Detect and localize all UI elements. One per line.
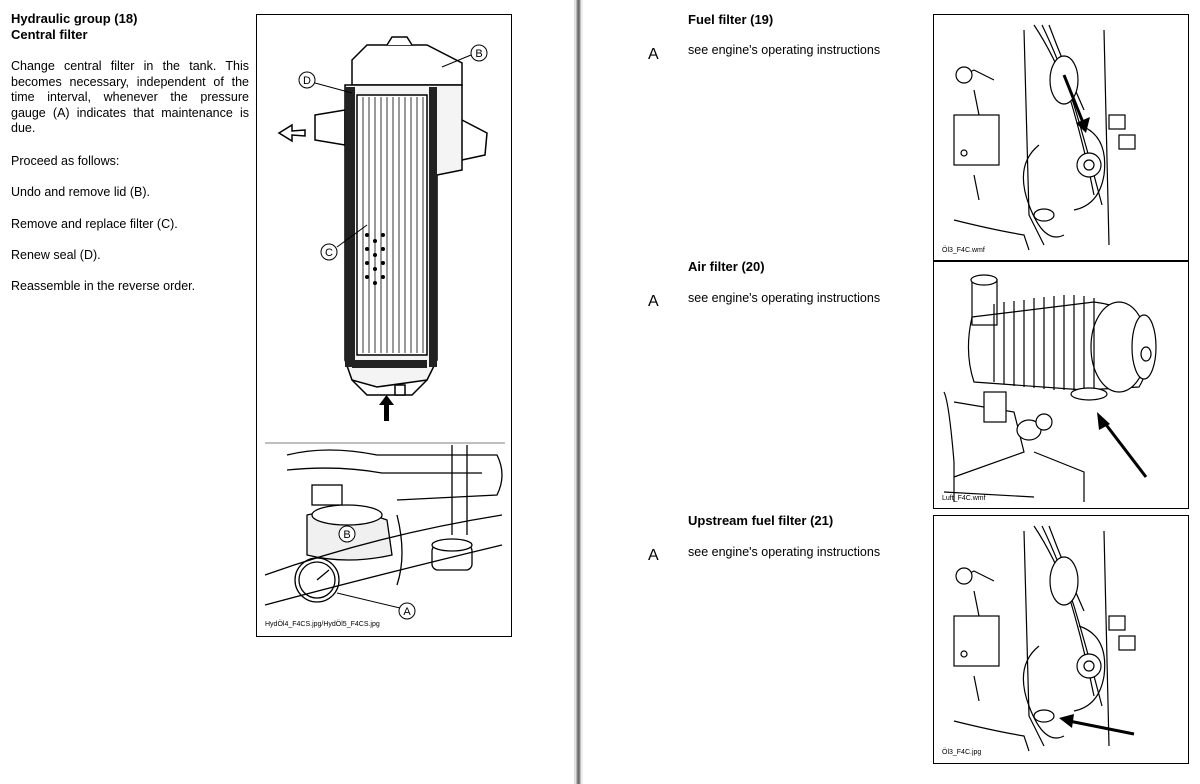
heading-hydraulic-group: Hydraulic group (18) — [11, 11, 138, 26]
heading-fuel-filter: Fuel filter (19) — [688, 12, 774, 27]
fuel-filter-figure: Öl3_F4C.wmf — [933, 14, 1189, 261]
step-reassemble: Reassemble in the reverse order. — [11, 279, 196, 293]
heading-air-filter: Air filter (20) — [688, 259, 765, 274]
step-remove-lid: Undo and remove lid (B). — [11, 185, 150, 199]
callout-d: D — [303, 75, 311, 87]
callout-a-gauge: A — [403, 606, 411, 618]
air-filter-illustration — [943, 274, 1157, 502]
callout-b-lid: B — [343, 529, 350, 541]
left-page: Hydraulic group (18) Central filter Chan… — [0, 0, 574, 784]
air-filter-text: see engine's operating instructions — [688, 291, 881, 305]
callout-b: B — [475, 48, 482, 60]
fuel-filter-caption: Öl3_F4C.wmf — [942, 247, 985, 254]
air-filter-caption: Luft_F4C.wmf — [942, 495, 986, 502]
page-divider — [574, 0, 583, 784]
air-filter-figure: Luft_F4C.wmf — [933, 261, 1189, 509]
right-page: Fuel filter (19) A see engine's operatin… — [583, 0, 1200, 784]
figure-caption: HydÖl4_F4CS.jpg/HydÖl5_F4CS.jpg — [265, 621, 380, 628]
heading-upstream-fuel-filter: Upstream fuel filter (21) — [688, 513, 834, 528]
step-renew-seal: Renew seal (D). — [11, 248, 101, 262]
marker-a-fuel: A — [648, 46, 659, 63]
marker-a-upstream: A — [648, 547, 659, 564]
heading-central-filter: Central filter — [11, 27, 88, 42]
marker-a-air: A — [648, 293, 659, 310]
upstream-fuel-filter-figure: Öl3_F4C.jpg — [933, 515, 1189, 764]
fuel-filter-illustration — [953, 24, 1136, 251]
proceed-text: Proceed as follows: — [11, 154, 120, 168]
callout-c: C — [325, 247, 333, 259]
fuel-filter-text: see engine's operating instructions — [688, 43, 881, 57]
intro-paragraph: Change central filter in the tank. This … — [11, 59, 249, 135]
section-heading: Hydraulic group (18) Central filter — [11, 11, 137, 43]
step-replace-filter: Remove and replace filter (C). — [11, 217, 178, 231]
hydraulic-filter-figure: B D C — [256, 14, 512, 637]
upstream-fuel-filter-illustration — [953, 525, 1136, 752]
filter-illustration: B D C — [264, 36, 505, 620]
upstream-fuel-filter-text: see engine's operating instructions — [688, 545, 881, 559]
upstream-fuel-filter-caption: Öl3_F4C.jpg — [942, 749, 982, 756]
